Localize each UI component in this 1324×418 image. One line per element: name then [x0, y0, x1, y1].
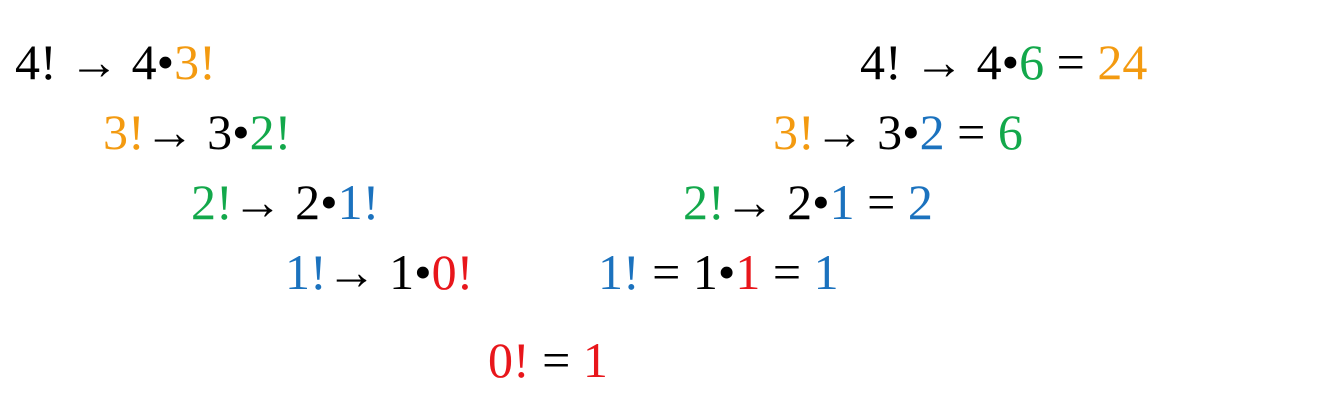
expression-segment: 4! → 4•: [860, 34, 1020, 90]
expression-segment: 1: [735, 244, 761, 300]
expression-segment: 3!: [773, 104, 815, 160]
descent-1: 1!→ 1•0!: [285, 247, 473, 297]
expression-segment: =: [854, 174, 908, 230]
expression-segment: 2: [907, 174, 933, 230]
base-case: 0! = 1: [488, 335, 608, 385]
expression-segment: 3!: [174, 34, 216, 90]
descent-2: 2!→ 2•1!: [191, 177, 379, 227]
expression-segment: 3!: [103, 104, 145, 160]
descent-3: 3!→ 3•2!: [103, 107, 291, 157]
expression-segment: 1!: [285, 244, 327, 300]
expression-segment: =: [944, 104, 998, 160]
ascent-1: 1! = 1•1 = 1: [598, 247, 839, 297]
expression-segment: → 3•: [814, 104, 920, 160]
expression-segment: → 1•: [326, 244, 432, 300]
expression-segment: 2!: [683, 174, 725, 230]
ascent-4: 4! → 4•6 = 24: [860, 37, 1147, 87]
expression-segment: = 1•: [639, 244, 736, 300]
expression-segment: 4! → 4•: [15, 34, 175, 90]
expression-segment: 2!: [249, 104, 292, 160]
expression-segment: 2!: [191, 174, 233, 230]
expression-segment: 0!: [488, 332, 530, 388]
descent-4: 4! → 4•3!: [15, 37, 216, 87]
ascent-3: 3!→ 3•2 = 6: [773, 107, 1023, 157]
expression-segment: =: [760, 244, 814, 300]
expression-segment: 2: [919, 104, 945, 160]
expression-segment: → 3•: [144, 104, 250, 160]
expression-segment: 1: [582, 332, 608, 388]
ascent-2: 2!→ 2•1 = 2: [683, 177, 933, 227]
expression-segment: → 2•: [724, 174, 830, 230]
expression-segment: 1!: [598, 244, 640, 300]
expression-segment: 6: [997, 104, 1023, 160]
expression-segment: 6: [1019, 34, 1045, 90]
expression-segment: 1: [829, 174, 855, 230]
expression-segment: 24: [1097, 34, 1148, 90]
expression-segment: 0!: [431, 244, 474, 300]
expression-segment: → 2•: [232, 174, 338, 230]
expression-segment: =: [1044, 34, 1098, 90]
expression-segment: 1: [813, 244, 839, 300]
expression-segment: =: [529, 332, 583, 388]
expression-segment: 1!: [337, 174, 380, 230]
